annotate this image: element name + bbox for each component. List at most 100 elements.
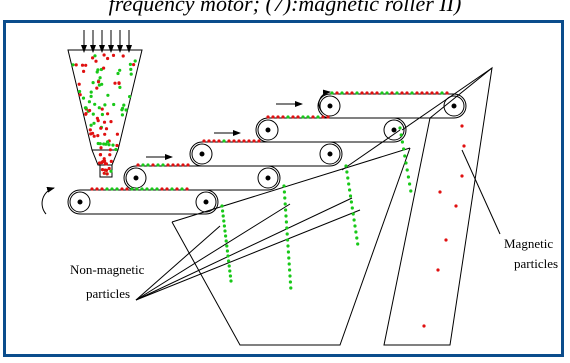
belt-particle <box>222 139 226 143</box>
non-magnetic-falling <box>220 204 224 208</box>
belt-particle <box>136 163 140 167</box>
hopper-particle <box>100 107 104 111</box>
belt-particle <box>165 187 169 191</box>
belt-particle <box>100 187 104 191</box>
non-magnetic-falling <box>228 274 232 278</box>
belt-particle <box>326 115 330 119</box>
hopper-particle <box>133 59 137 63</box>
non-magnetic-falling <box>283 202 287 206</box>
magnetic-falling <box>444 238 448 242</box>
belt-particle <box>171 163 175 167</box>
belt-particle <box>335 91 339 95</box>
belt-particle <box>120 187 124 191</box>
belt-particle <box>281 115 285 119</box>
hopper-particle <box>129 67 133 71</box>
belt-particle <box>227 139 231 143</box>
hopper-particle <box>89 90 93 94</box>
magnetic-falling <box>462 144 466 148</box>
non-magnetic-falling <box>347 182 351 186</box>
hopper-particle <box>132 63 136 67</box>
hopper-particle <box>128 62 132 66</box>
non-magnetic-falling <box>354 230 358 234</box>
belt-particle <box>400 91 404 95</box>
hopper-particle <box>109 120 113 124</box>
hopper-particle <box>96 134 100 138</box>
hopper-particle <box>94 59 98 63</box>
belt-particle <box>252 139 256 143</box>
hopper-particle <box>95 70 99 74</box>
non-magnetic-falling <box>346 176 350 180</box>
hopper-particle <box>97 83 101 87</box>
hopper-particle <box>107 166 111 171</box>
hopper-particle <box>99 146 103 150</box>
belt-particle <box>296 115 300 119</box>
belt-particle <box>202 139 206 143</box>
hopper-particle <box>103 103 107 107</box>
hopper-particle <box>122 103 126 107</box>
magnetic-falling <box>460 174 464 178</box>
hopper-particle <box>92 134 96 138</box>
belt-particle <box>360 91 364 95</box>
hopper-particle <box>121 54 125 58</box>
non-magnetic-falling <box>223 229 227 233</box>
belt-direction-arrows <box>146 101 303 160</box>
hopper-particle <box>97 106 101 110</box>
belt-particle <box>365 91 369 95</box>
hopper-particle <box>78 89 82 94</box>
hopper-particle <box>104 127 109 131</box>
non-magnetic-falling <box>404 161 408 165</box>
belt-particle <box>410 91 414 95</box>
non-magnetic-falling <box>282 184 286 188</box>
non-magnetic-falling <box>409 189 413 193</box>
belt-particle <box>375 91 379 95</box>
belt-particle <box>186 163 190 167</box>
hopper-particle <box>107 143 111 147</box>
belt-particle <box>435 91 439 95</box>
hopper-particle <box>89 94 93 98</box>
non-magnetic-falling <box>285 232 289 236</box>
hopper-particle <box>104 142 108 146</box>
non-magnetic-falling <box>352 218 356 222</box>
hopper-particle <box>95 86 99 90</box>
belt-particle <box>340 91 344 95</box>
conveyor-belt-2 <box>123 165 281 191</box>
hopper-particle <box>102 157 106 161</box>
hopper-particle <box>96 80 101 84</box>
belt-particle <box>232 139 236 143</box>
non-magnetic-label-line1: Non-magnetic <box>70 262 145 277</box>
magnetic-falling <box>436 268 440 272</box>
non-magnetic-falling <box>288 268 292 272</box>
non-magnetic-falling <box>222 224 226 228</box>
hopper-particle <box>102 120 107 124</box>
belt-particle <box>405 91 409 95</box>
hopper-particle <box>100 168 105 172</box>
magnetic-falling <box>438 190 442 194</box>
belt-particles <box>90 91 449 191</box>
hopper-particle <box>91 56 95 60</box>
non-magnetic-falling <box>398 126 402 130</box>
hopper-particle <box>108 148 112 152</box>
belt-particle <box>242 139 246 143</box>
belt-particle <box>330 91 334 95</box>
belt-particle <box>355 91 359 95</box>
hopper-particle <box>114 147 118 152</box>
belt-particle <box>420 91 424 95</box>
hopper-particle <box>102 53 106 57</box>
hopper-particle <box>98 153 103 157</box>
hopper-particle <box>106 56 110 61</box>
non-magnetic-falling <box>408 182 412 186</box>
belt-particle <box>311 115 315 119</box>
belt-particle <box>350 91 354 95</box>
conveyor-belt-5 <box>317 93 467 119</box>
belt-particle <box>160 187 164 191</box>
hopper-particle <box>80 63 85 67</box>
non-magnetic-falling <box>353 224 357 228</box>
hopper-particle <box>83 106 87 110</box>
hopper-particles <box>71 53 137 176</box>
belt-particle <box>276 115 280 119</box>
non-magnetic-falling <box>285 226 289 230</box>
non-magnetic-falling <box>224 234 228 238</box>
belt-particle <box>115 187 119 191</box>
non-magnetic-falling <box>286 244 290 248</box>
hopper-particle <box>106 140 110 144</box>
